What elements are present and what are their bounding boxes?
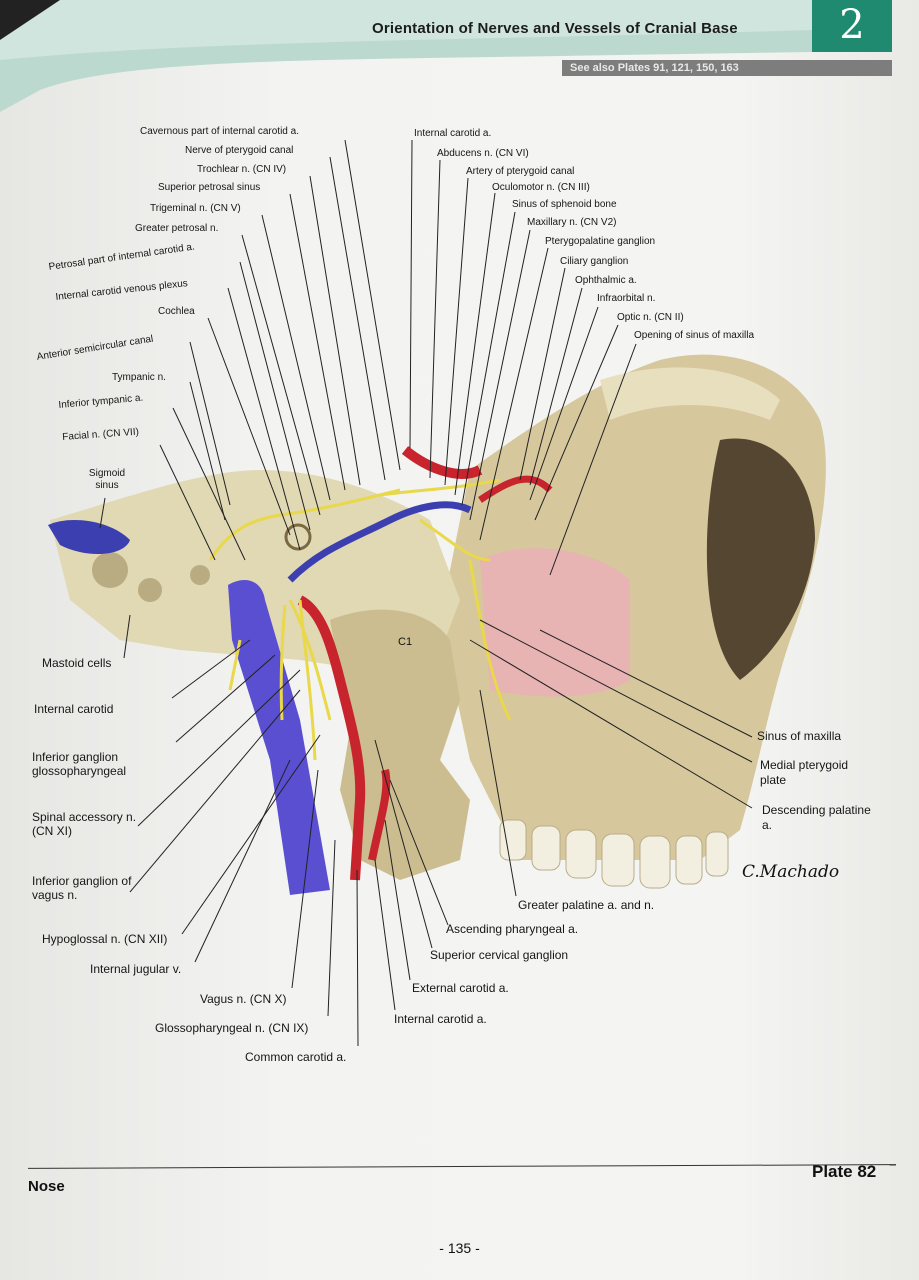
label-vagus-nerve: Vagus n. (CN X) — [200, 992, 287, 1006]
label-abducens-nerve: Abducens n. (CN VI) — [437, 148, 529, 159]
label-pterygopalatine-ganglion: Pterygopalatine ganglion — [545, 236, 656, 247]
leader-lines — [99, 139, 753, 1047]
label-common-carotid-artery: Common carotid a. — [245, 1050, 347, 1064]
label-oculomotor-nerve: Oculomotor n. (CN III) — [492, 182, 590, 193]
label-internal-carotid-left: Internal carotid — [34, 702, 114, 716]
chapter-tab — [812, 0, 892, 52]
label-c1-vertebra: C1 — [398, 636, 413, 648]
pterygopalatine-artery — [478, 475, 553, 503]
label-greater-palatine: Greater palatine a. and n. — [518, 898, 655, 912]
teeth — [499, 819, 729, 889]
header-band — [0, 0, 812, 112]
label-glossopharyngeal-nerve: Glossopharyngeal n. (CN IX) — [155, 1021, 309, 1035]
orbit-shadow — [706, 438, 815, 680]
chapter-title: Orientation of Nerves and Vessels of Cra… — [372, 20, 738, 37]
external-carotid-artery — [368, 769, 391, 861]
label-internal-carotid-top: Internal carotid a. — [414, 128, 492, 139]
label-inferior-ganglion-vagus: Inferior ganglion of vagus n. — [32, 874, 132, 902]
label-ophthalmic-artery: Ophthalmic a. — [575, 275, 637, 286]
cavernous-carotid — [401, 446, 483, 479]
label-opening-of-sinus-of-maxilla: Opening of sinus of maxilla — [634, 330, 755, 341]
sigmoid-sinus — [48, 520, 130, 555]
label-superior-petrosal-sinus: Superior petrosal sinus — [158, 182, 261, 193]
label-greater-petrosal-nerve: Greater petrosal n. — [135, 223, 219, 234]
label-internal-jugular-vein: Internal jugular v. — [90, 962, 182, 976]
zygoma-highlight — [600, 367, 780, 420]
label-ascending-pharyngeal-artery: Ascending pharyngeal a. — [446, 922, 579, 936]
label-artery-of-pterygoid-canal: Artery of pterygoid canal — [466, 166, 575, 177]
label-mastoid-cells: Mastoid cells — [42, 656, 112, 670]
footer-section: Nose — [28, 1178, 65, 1195]
label-trochlear-nerve: Trochlear n. (CN IV) — [197, 164, 287, 175]
label-cochlea: Cochlea — [158, 306, 195, 317]
label-sinus-of-maxilla: Sinus of maxilla — [757, 729, 842, 743]
see-also-plates: See also Plates 91, 121, 150, 163 — [562, 60, 892, 76]
label-cavernous-carotid: Cavernous part of internal carotid a. — [140, 126, 299, 137]
label-external-carotid-artery: External carotid a. — [412, 981, 509, 995]
page-number: - 135 - — [439, 1240, 480, 1256]
label-internal-carotid-bottom: Internal carotid a. — [394, 1012, 487, 1026]
label-infraorbital-nerve: Infraorbital n. — [597, 293, 656, 304]
internal-jugular-vein — [228, 580, 330, 895]
artist-signature: C.Machado — [742, 862, 840, 882]
label-sinus-of-sphenoid: Sinus of sphenoid bone — [512, 199, 617, 210]
label-medial-pterygoid-plate: Medial pterygoid plate — [760, 758, 849, 787]
label-trigeminal-nerve: Trigeminal n. (CN V) — [150, 203, 241, 214]
cervical-vertebrae — [330, 609, 470, 880]
label-spinal-accessory-nerve: Spinal accessory n. (CN XI) — [32, 810, 137, 838]
chapter-number: 2 — [839, 2, 865, 48]
cochlea — [284, 523, 312, 551]
internal-carotid-venous-plexus — [287, 501, 472, 583]
label-maxillary-nerve: Maxillary n. (CN V2) — [527, 217, 617, 228]
label-tympanic-nerve: Tympanic n. — [112, 372, 166, 383]
footer-plate-number: Plate 82 — [812, 1162, 877, 1181]
label-nerve-of-pterygoid-canal: Nerve of pterygoid canal — [185, 145, 294, 156]
maxillary-sinus — [480, 548, 630, 697]
label-ciliary-ganglion: Ciliary ganglion — [560, 256, 629, 267]
label-hypoglossal-nerve: Hypoglossal n. (CN XII) — [42, 932, 168, 946]
label-inferior-ganglion-glossopharyngeal: Inferior ganglion glossopharyngeal — [32, 750, 127, 778]
label-optic-nerve: Optic n. (CN II) — [617, 312, 684, 323]
nerves — [208, 478, 512, 761]
label-superior-cervical-ganglion: Superior cervical ganglion — [430, 948, 569, 962]
label-sigmoid-sinus: Sigmoid sinus — [88, 468, 126, 491]
internal-carotid-artery — [297, 595, 366, 881]
label-descending-palatine-artery: Descending palatine a. — [762, 803, 871, 832]
